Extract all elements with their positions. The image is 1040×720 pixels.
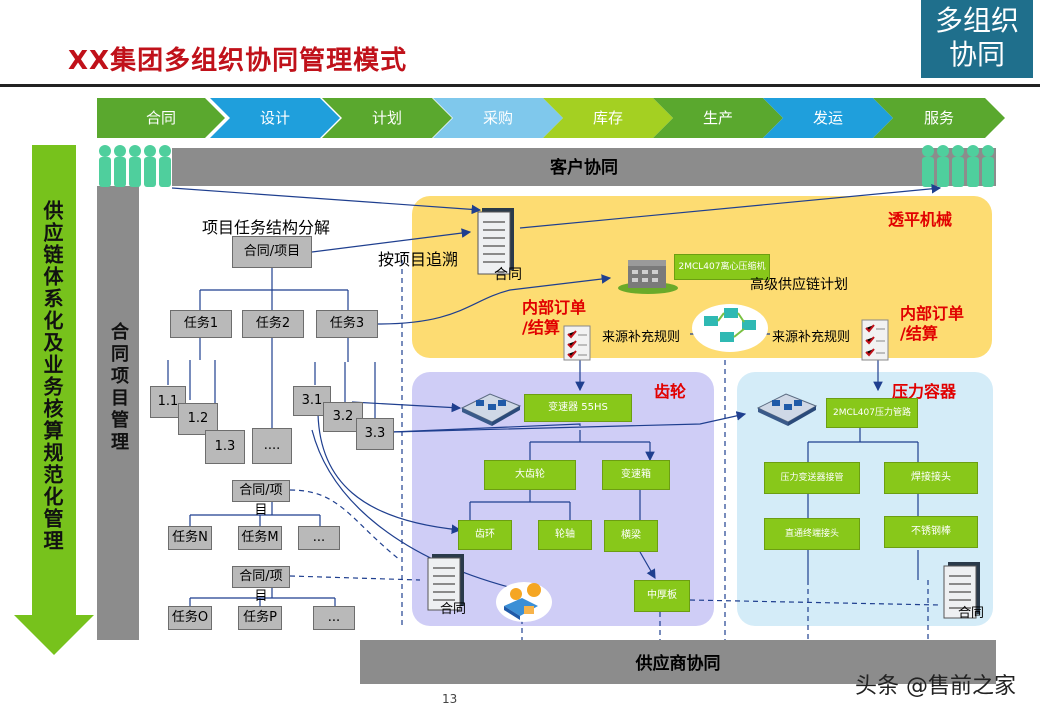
tree-subtask-1-3: 1.3 — [205, 430, 245, 464]
checklist-icon-left — [562, 324, 592, 362]
chevron-step-1: 合同 — [97, 98, 225, 138]
gear-server-icon — [460, 392, 522, 428]
chevron-step-6: 生产 — [653, 98, 783, 138]
gear-node-big: 大齿轮 — [484, 460, 576, 490]
chevron-step-5: 库存 — [543, 98, 673, 138]
chevron-label: 计划 — [371, 109, 402, 127]
section-badge: 多组织 协同 — [921, 0, 1033, 78]
chevron-label: 采购 — [482, 109, 513, 127]
tree3-ellipsis: ... — [313, 606, 355, 630]
pressure-node-transmitter: 压力变送器接管 — [764, 462, 860, 494]
rule-right: 来源补充规则 — [772, 330, 851, 345]
tree2-root: 合同/项目 — [232, 480, 290, 518]
internal-order-left: 内部订单 /结算 — [522, 298, 587, 337]
chevron-label: 库存 — [592, 109, 623, 127]
tree3-task-o: 任务O — [168, 606, 212, 630]
building-icon — [614, 258, 678, 294]
tree2-ellipsis: ... — [298, 526, 340, 550]
chevron-label: 设计 — [259, 109, 290, 127]
tree-subtask-3-2: 3.2 — [323, 402, 363, 432]
checklist-icon-right — [860, 318, 890, 362]
gear-node-beam: 横梁 — [604, 520, 658, 552]
gear-contract-document-icon — [424, 552, 468, 612]
gear-contract-label: 合同 — [440, 602, 467, 617]
tree-subtask-3-3: 3.3 — [356, 418, 394, 450]
zone-gear-label: 齿轮 — [654, 382, 687, 401]
left-arrow-text: 供应链体系化及业务核算规范化管理 — [40, 200, 64, 552]
tree-task-2: 任务2 — [242, 310, 304, 338]
contract-mgmt-bar — [97, 186, 139, 640]
chevron-label: 生产 — [702, 109, 733, 127]
gear-node-shaft: 轮轴 — [538, 520, 592, 550]
rule-left: 来源补充规则 — [602, 330, 681, 345]
internal-order-right: 内部订单 /结算 — [900, 304, 965, 343]
pressure-contract-document-icon — [940, 560, 984, 620]
left-down-arrow — [14, 145, 94, 655]
page-title: XX集团多组织协同管理模式 — [68, 46, 408, 76]
pressure-machine-node: 2MCL407压力管路 — [826, 398, 918, 428]
watermark: 头条 @售前之家 — [855, 674, 1016, 699]
pressure-contract-label: 合同 — [958, 606, 985, 621]
chevron-step-3: 计划 — [322, 98, 452, 138]
trace-label: 按项目追溯 — [378, 250, 459, 269]
contract-mgmt-text: 合同项目管理 — [108, 322, 129, 454]
chevron-step-7: 发运 — [763, 98, 893, 138]
zone-pressure-label: 压力容器 — [892, 382, 957, 401]
supply-network-cloud-icon — [690, 298, 770, 356]
chevron-step-8: 服务 — [873, 98, 1005, 138]
tree-task-3: 任务3 — [316, 310, 378, 338]
gear-node-ring: 齿环 — [458, 520, 512, 550]
page-number: 13 — [442, 692, 458, 706]
customer-collab-bar: 客户协同 — [172, 148, 996, 186]
badge-line2: 协同 — [948, 38, 1005, 71]
tree-ellipsis: .... — [252, 428, 292, 464]
chevron-label: 发运 — [812, 109, 843, 127]
parts-gears-icon — [494, 576, 554, 624]
gear-node-gearbox: 变速箱 — [602, 460, 670, 490]
customer-people-icon-left — [97, 143, 173, 187]
tree-subtask-1-2: 1.2 — [178, 403, 218, 435]
tree2-task-n: 任务N — [168, 526, 212, 550]
tree3-root: 合同/项目 — [232, 566, 290, 604]
top-contract-label: 合同 — [494, 267, 522, 283]
wbs-title: 项目任务结构分解 — [202, 218, 331, 237]
pressure-node-terminal: 直通终端接头 — [764, 518, 860, 550]
pressure-server-icon — [756, 392, 818, 428]
header-divider — [0, 84, 1040, 87]
gear-node-plate: 中厚板 — [634, 580, 690, 612]
chevron-step-2: 设计 — [210, 98, 340, 138]
tree-root: 合同/项目 — [232, 236, 312, 268]
plan-node: 2MCL407离心压缩机 — [674, 254, 770, 280]
chevron-step-4: 采购 — [433, 98, 563, 138]
badge-line1: 多组织 — [934, 4, 1019, 37]
plan-label: 高级供应链计划 — [750, 277, 848, 293]
supplier-collab-bar: 供应商协同 — [360, 640, 996, 684]
pressure-node-weld: 焊接接头 — [884, 462, 978, 494]
tree2-task-m: 任务M — [238, 526, 282, 550]
customer-people-icon-right — [920, 143, 996, 187]
chevron-label: 合同 — [145, 109, 176, 127]
pressure-node-steel: 不锈钢棒 — [884, 516, 978, 548]
contract-document-icon — [474, 204, 518, 276]
tree-task-1: 任务1 — [170, 310, 232, 338]
zone-turbine-label: 透平机械 — [888, 210, 953, 229]
gear-machine-node: 变速器 55HS — [524, 394, 632, 422]
tree3-task-p: 任务P — [238, 606, 282, 630]
chevron-label: 服务 — [923, 109, 954, 127]
